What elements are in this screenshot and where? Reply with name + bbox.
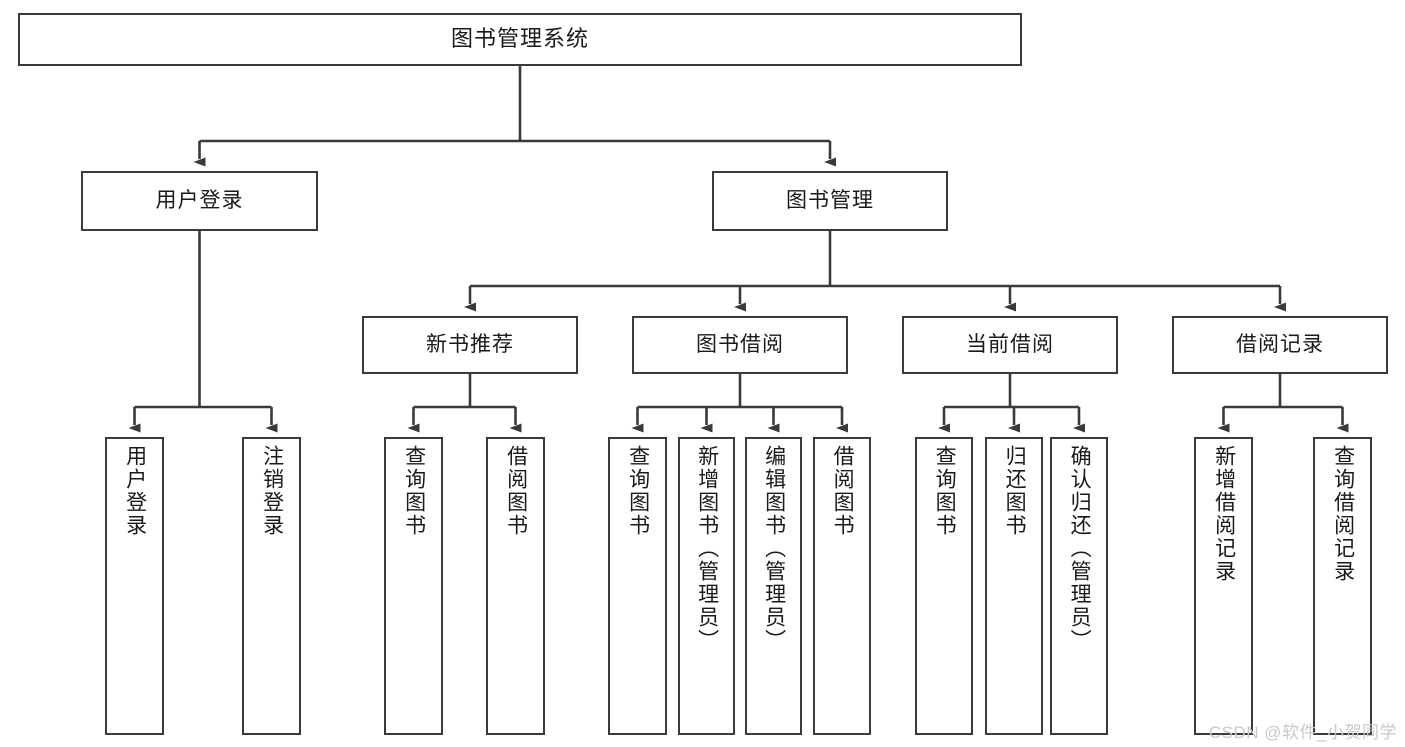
node-user-login[interactable]: 用户登录 — [81, 171, 318, 231]
node-label: 用户登录 — [123, 445, 147, 537]
node-label: 编辑图书（管理员） — [762, 445, 786, 652]
node-root[interactable]: 图书管理系统 — [18, 13, 1022, 66]
node-label: 查询图书 — [402, 445, 426, 537]
node-new-book-rec[interactable]: 新书推荐 — [362, 316, 578, 374]
node-leaf-borrow-book-2[interactable]: 借阅图书 — [813, 437, 871, 735]
node-leaf-edit-book[interactable]: 编辑图书（管理员） — [745, 437, 802, 735]
node-leaf-confirm-return[interactable]: 确认归还（管理员） — [1050, 437, 1108, 735]
node-label: 确认归还（管理员） — [1068, 445, 1092, 652]
node-book-manage[interactable]: 图书管理 — [712, 171, 948, 231]
node-borrow-record[interactable]: 借阅记录 — [1172, 316, 1388, 374]
node-leaf-user-login[interactable]: 用户登录 — [105, 437, 164, 735]
node-leaf-query-book-1[interactable]: 查询图书 — [384, 437, 443, 735]
node-label: 借阅图书 — [831, 445, 855, 537]
node-leaf-logout[interactable]: 注销登录 — [242, 437, 301, 735]
node-leaf-add-book[interactable]: 新增图书（管理员） — [678, 437, 735, 735]
node-label: 借阅图书 — [504, 445, 528, 537]
node-leaf-add-record[interactable]: 新增借阅记录 — [1194, 437, 1253, 735]
node-label: 查询图书 — [933, 445, 957, 537]
node-leaf-return-book[interactable]: 归还图书 — [985, 437, 1043, 735]
node-book-borrow[interactable]: 图书借阅 — [632, 316, 848, 374]
node-label: 查询图书 — [626, 445, 650, 537]
node-label: 新增借阅记录 — [1212, 445, 1236, 583]
node-leaf-query-book-2[interactable]: 查询图书 — [608, 437, 667, 735]
node-label: 归还图书 — [1003, 445, 1027, 537]
node-label: 查询借阅记录 — [1331, 445, 1355, 583]
node-leaf-query-book-3[interactable]: 查询图书 — [915, 437, 973, 735]
watermark-label: CSDN @软件_小贺同学 — [1208, 723, 1397, 742]
node-leaf-query-record[interactable]: 查询借阅记录 — [1313, 437, 1372, 735]
node-label: 注销登录 — [260, 445, 284, 537]
node-label: 新增图书（管理员） — [695, 445, 719, 652]
node-current-borrow[interactable]: 当前借阅 — [902, 316, 1118, 374]
node-leaf-borrow-book-1[interactable]: 借阅图书 — [486, 437, 545, 735]
